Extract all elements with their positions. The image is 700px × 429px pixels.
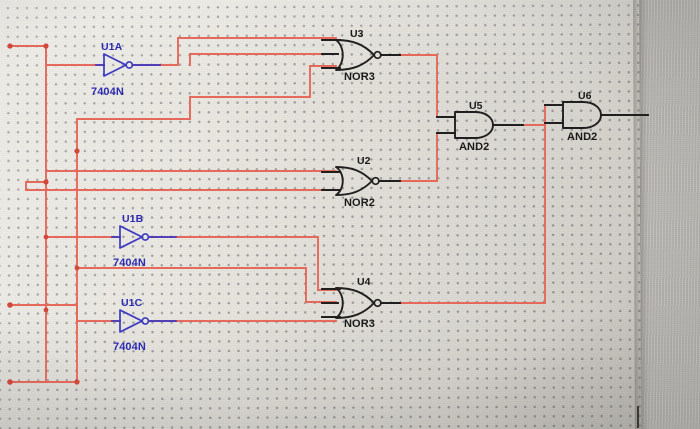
wire-u1b-out-to-u4-in1	[148, 236, 337, 291]
gate-u6-and2-symbol	[562, 101, 602, 129]
wire-u3-out-to-u5-in1	[381, 54, 456, 118]
pen-mark	[637, 406, 639, 428]
wire-net-to-u4-in2	[76, 267, 337, 303]
junction-dot	[43, 234, 49, 240]
gate-u5-and2-symbol	[454, 111, 494, 139]
gate-u2-nor2-symbol	[335, 166, 380, 196]
gate-u3-nor3-symbol	[335, 39, 382, 71]
wire-network	[9, 37, 564, 383]
wire-junctions	[7, 43, 80, 385]
wire-u5-out-to-u6-in1	[492, 104, 564, 126]
gate-u1a-inverter-symbol	[103, 53, 134, 77]
wire-u1a-out-to-u3-in1	[132, 37, 337, 66]
gate-symbols	[103, 39, 602, 333]
wire-input-b-to-u1c	[76, 304, 121, 322]
wire-u2-in2-riser	[25, 181, 47, 191]
wire-net-to-u3-in3	[76, 65, 337, 152]
gate-u1c-inverter-symbol	[119, 309, 150, 333]
junction-dot	[74, 379, 80, 385]
junction-dot	[43, 43, 49, 49]
gate-u1b-inverter-symbol	[119, 225, 150, 249]
junction-dot	[43, 179, 49, 185]
wire-u1a-out-to-u3-in2	[189, 53, 337, 66]
junction-dot	[7, 379, 13, 385]
junction-dot	[43, 307, 49, 313]
inverter-pin-wires	[95, 64, 177, 322]
wire-u2-out-to-u5-in2	[384, 132, 456, 182]
junction-dot	[7, 302, 13, 308]
junction-dot	[74, 265, 80, 271]
junction-dot	[74, 148, 80, 154]
gate-u4-nor3-symbol	[335, 287, 382, 319]
junction-dot	[7, 43, 13, 49]
gate-pin-wires	[321, 39, 649, 318]
wire-u4-out-to-u6-in2	[384, 122, 564, 304]
wire-input-a-to-u1a	[45, 45, 105, 66]
